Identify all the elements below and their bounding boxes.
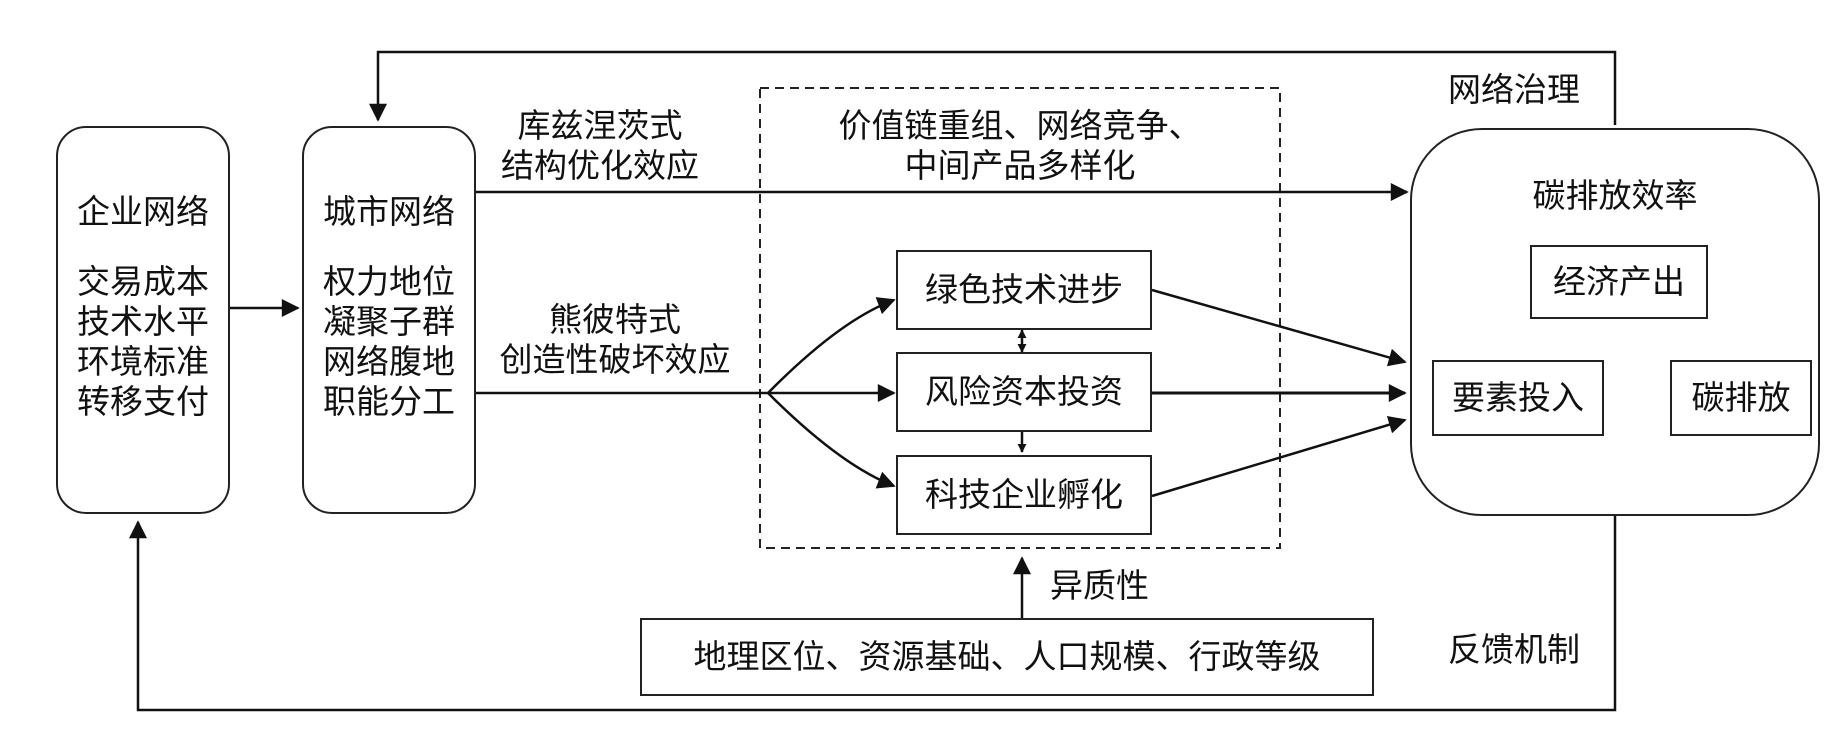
enterprise-factor: 环境标准 bbox=[77, 342, 209, 381]
city-network-box bbox=[302, 126, 476, 514]
schumpeter-label-line1: 熊彼特式 bbox=[549, 300, 681, 339]
enterprise-network-box bbox=[56, 126, 230, 514]
carbon-emission-box bbox=[1670, 360, 1812, 436]
enterprise-factor: 交易成本 bbox=[77, 262, 209, 301]
feedback-mechanism-label: 反馈机制 bbox=[1448, 630, 1580, 669]
heterogeneity-factors-label: 地理区位、资源基础、人口规模、行政等级 bbox=[693, 637, 1321, 676]
city-factor: 凝聚子群 bbox=[323, 302, 455, 341]
fan-to-incubation-arrow bbox=[767, 392, 896, 489]
schumpeter-label-line2: 创造性破坏效应 bbox=[499, 340, 731, 379]
city-network-title: 城市网络 bbox=[323, 192, 455, 231]
factor-input-box bbox=[1432, 360, 1604, 436]
network-governance-label: 网络治理 bbox=[1448, 70, 1580, 109]
green-to-efficiency-arrow bbox=[1151, 288, 1407, 367]
kuznets-label-line2: 结构优化效应 bbox=[501, 146, 699, 185]
enterprise-network-title: 企业网络 bbox=[77, 192, 209, 231]
kuznets-label-line1: 库兹涅茨式 bbox=[517, 106, 683, 145]
feedback-loop-arrow bbox=[129, 515, 1617, 712]
heterogeneity-factors-box bbox=[640, 618, 1374, 696]
carbon-emission-label: 碳排放 bbox=[1691, 378, 1791, 417]
carbon-efficiency-title: 碳排放效率 bbox=[1532, 176, 1698, 215]
carbon-efficiency-box bbox=[1410, 128, 1820, 516]
enterprise-network-factors: 交易成本 技术水平 环境标准 转移支付 bbox=[56, 262, 230, 422]
governance-loop-arrow bbox=[369, 50, 1617, 125]
city-factor: 网络腹地 bbox=[323, 342, 455, 381]
green-tech-label: 绿色技术进步 bbox=[925, 270, 1123, 309]
heterogeneity-label: 异质性 bbox=[1050, 566, 1149, 605]
city-network-factors: 权力地位 凝聚子群 网络腹地 职能分工 bbox=[302, 262, 476, 422]
value-chain-label-line1: 价值链重组、网络竞争、 bbox=[838, 106, 1202, 145]
mechanism-dashed-frame bbox=[759, 87, 1281, 549]
city-factor: 权力地位 bbox=[323, 262, 455, 301]
incubation-box bbox=[896, 455, 1152, 535]
economic-output-box bbox=[1530, 245, 1708, 319]
city-factor: 职能分工 bbox=[323, 382, 455, 421]
venture-capital-label: 风险资本投资 bbox=[925, 372, 1123, 411]
economic-output-label: 经济产出 bbox=[1553, 262, 1685, 301]
venture-capital-box bbox=[896, 352, 1152, 432]
incubation-label: 科技企业孵化 bbox=[925, 475, 1123, 514]
enterprise-factor: 转移支付 bbox=[77, 382, 209, 421]
factor-input-label: 要素投入 bbox=[1452, 378, 1584, 417]
incubation-to-efficiency-arrow bbox=[1151, 416, 1407, 498]
fan-to-green-arrow bbox=[767, 297, 896, 394]
value-chain-label-line2: 中间产品多样化 bbox=[904, 146, 1136, 185]
enterprise-factor: 技术水平 bbox=[77, 302, 209, 341]
green-tech-box bbox=[896, 250, 1152, 330]
